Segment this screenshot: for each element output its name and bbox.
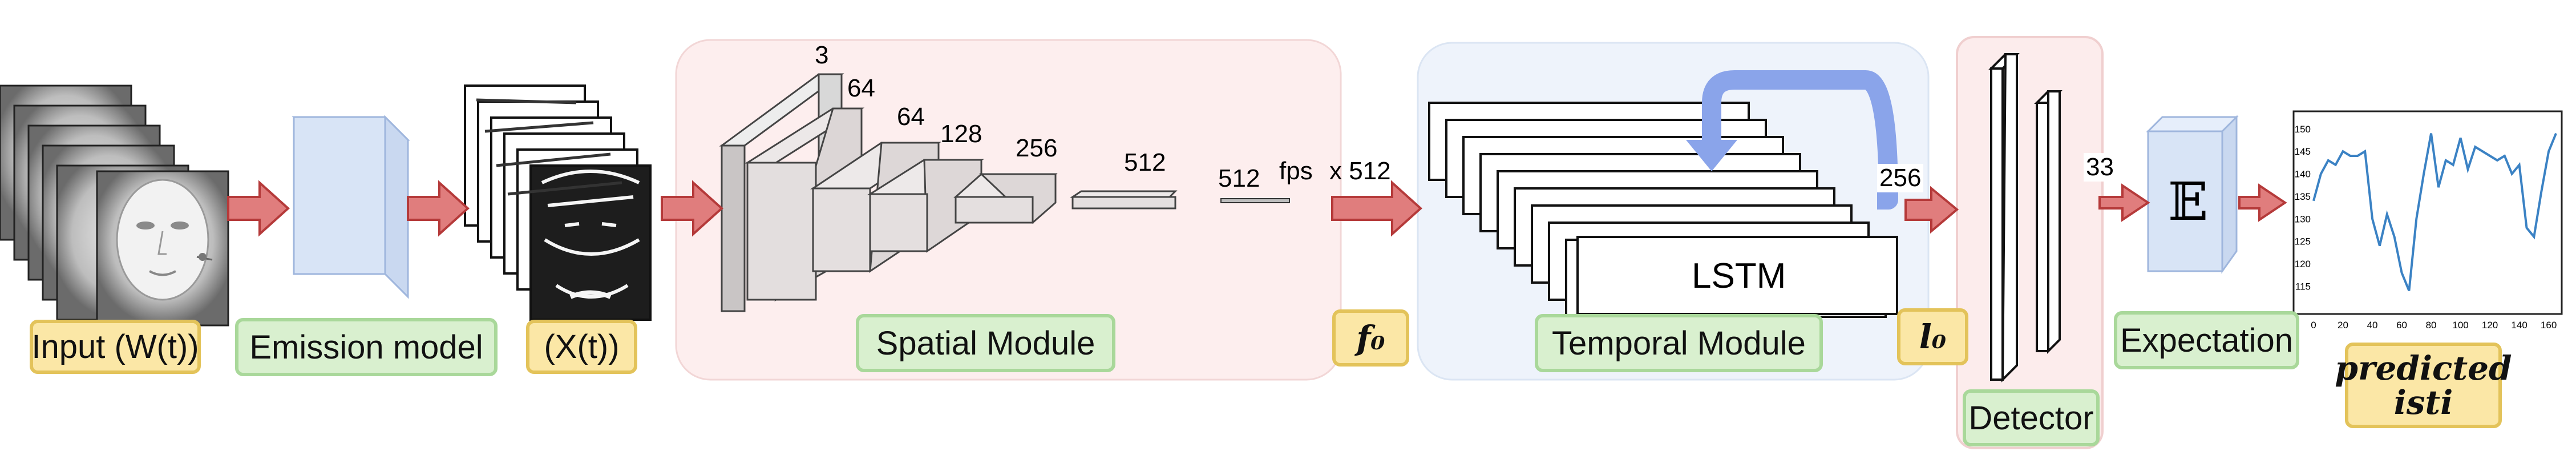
channel-label-7: 512: [1218, 164, 1260, 192]
arrow-input-to-emission: [227, 180, 290, 237]
plot-ytick-label: 150: [2295, 124, 2311, 135]
detector-label: Detector: [1963, 389, 2100, 446]
plot-ytick-label: 115: [2295, 281, 2311, 292]
detector-output-size: 33: [2084, 153, 2116, 182]
channel-label-4: 128: [940, 120, 982, 148]
plot-ytick-label: 145: [2295, 146, 2311, 157]
fps-times-label: x 512: [1329, 157, 1391, 185]
emission-model-label: Emission model: [235, 318, 498, 376]
detector-layers: [1988, 53, 2063, 382]
l0-label: l₀: [1897, 308, 1968, 365]
plot-xtick-label: 60: [2396, 320, 2407, 331]
channel-label-2: 64: [847, 74, 875, 102]
plot-ytick-label: 120: [2295, 259, 2311, 269]
plot-xtick-label: 100: [2452, 320, 2468, 331]
channel-label-1: 3: [815, 41, 829, 69]
prediction-plot: [2292, 110, 2563, 315]
emission-model-cube: [292, 115, 410, 299]
arrow-spatial-to-temporal: [1331, 180, 1422, 237]
fps-label: fps: [1279, 157, 1313, 185]
arrow-temporal-to-detector: [1904, 186, 1959, 234]
lstm-label: LSTM: [1692, 256, 1786, 296]
lstm-output-size: 256: [1877, 164, 1924, 192]
channel-label-5: 256: [1016, 134, 1058, 162]
arrow-expectation-to-plot: [2238, 183, 2287, 222]
plot-xtick-label: 0: [2311, 320, 2316, 331]
plot-xtick-label: 80: [2426, 320, 2437, 331]
plot-ytick-label: 125: [2295, 236, 2311, 247]
plot-ytick-label: 130: [2295, 214, 2311, 224]
plot-ticks: 150 145 140 135 130 125 120 115 0 20 40 60 80 100 120 1…: [2295, 124, 2557, 331]
plot-ytick-label: 140: [2295, 169, 2311, 180]
plot-xtick-label: 20: [2338, 320, 2348, 331]
xt-frames-stack: [464, 84, 652, 321]
spatial-cnn-layers: [719, 73, 1290, 312]
f0-label: f₀: [1332, 309, 1409, 367]
plot-ytick-label: 135: [2295, 191, 2311, 202]
flow-arrows: [227, 180, 2287, 237]
expectation-symbol: 𝔼: [2168, 171, 2209, 232]
expectation-cube: [2146, 115, 2239, 274]
arrow-detector-to-expectation: [2098, 183, 2150, 222]
plot-xtick-label: 40: [2367, 320, 2378, 331]
plot-series: [2312, 132, 2557, 292]
plot-xtick-label: 160: [2541, 320, 2557, 331]
predicted-isti-label: predicted isti: [2335, 343, 2512, 428]
expectation-label: Expectation: [2114, 311, 2299, 369]
plot-xtick-label: 140: [2511, 320, 2527, 331]
plot-line-series: [2312, 132, 2557, 292]
input-frames-stack: [0, 84, 229, 327]
channel-label-3: 64: [897, 103, 925, 131]
spatial-module-label: Spatial Module: [856, 314, 1115, 372]
temporal-module-label: Temporal Module: [1535, 314, 1823, 372]
channel-label-6: 512: [1124, 148, 1166, 176]
arrow-xt-to-spatial: [661, 180, 723, 237]
input-label: Input (W(t)): [30, 320, 201, 374]
plot-xtick-label: 120: [2482, 320, 2498, 331]
arrow-emission-to-xt: [407, 180, 470, 237]
xt-label: (X(t)): [526, 320, 637, 374]
detector-panel: [1956, 36, 2104, 449]
lstm-stack: [1428, 70, 1898, 318]
